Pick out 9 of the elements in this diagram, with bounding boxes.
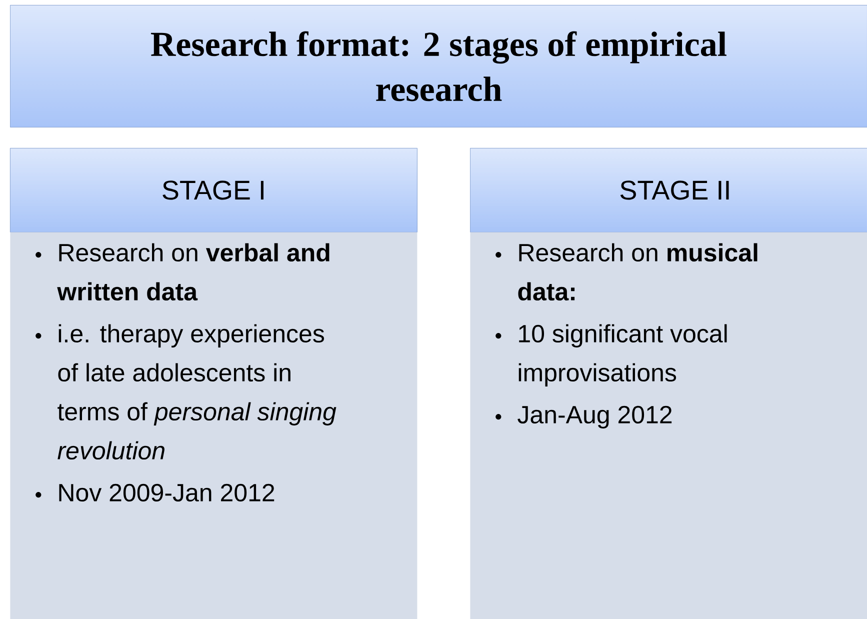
stage-header: STAGE I — [10, 148, 418, 232]
bullet-item: 10 significant vocal improvisations — [518, 324, 727, 386]
title-banner: Research format: 2 stages of empirical research — [10, 5, 867, 128]
bullet-item: Nov 2009-Jan 2012 — [59, 484, 274, 502]
bullet-item: Jan-Aug 2012 — [518, 406, 672, 428]
bullet-item: i.e. therapy experiences of late adolescents in terms of personal singing revolution — [58, 324, 336, 460]
bullet-item: Research on musical data: — [518, 243, 758, 301]
content-panel — [10, 232, 418, 619]
content-panel — [470, 232, 867, 619]
